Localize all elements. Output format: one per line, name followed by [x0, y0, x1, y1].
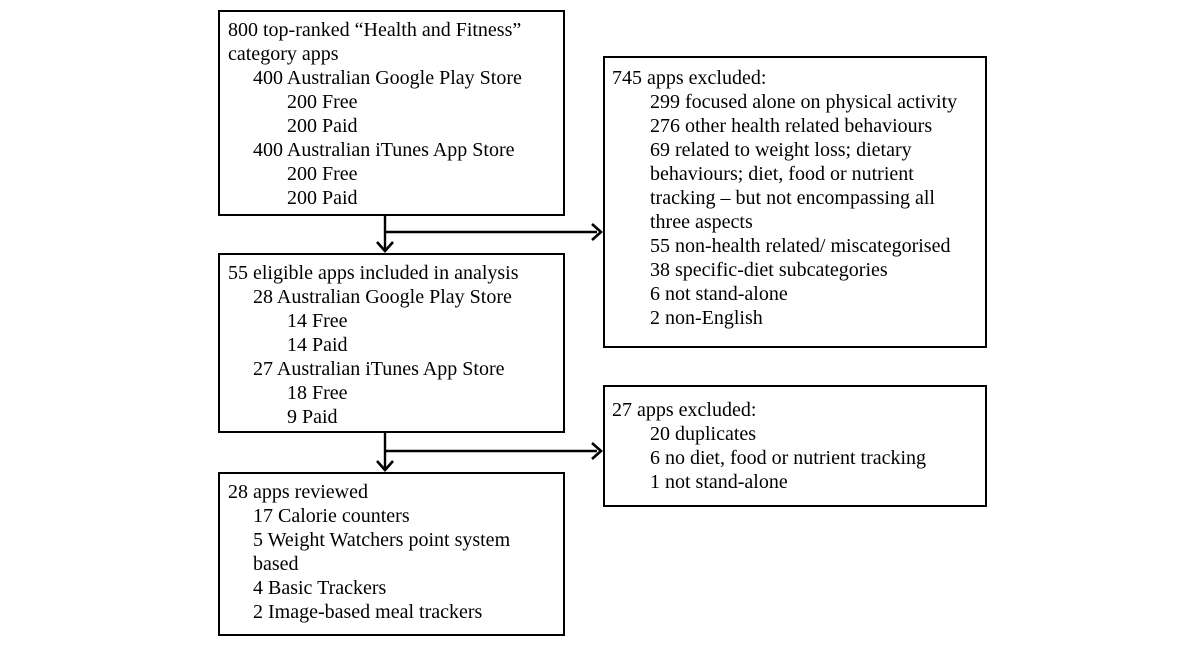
arrowhead-down-icon — [376, 460, 394, 472]
box-line: 800 top-ranked “Health and Fitness” — [228, 19, 522, 41]
box-reviewed-apps: 28 apps reviewed 17 Calorie counters 5 W… — [218, 472, 565, 636]
box-line: 9 Paid — [287, 406, 338, 428]
box-line: category apps — [228, 43, 339, 65]
box-line: 55 non-health related/ miscategorised — [650, 235, 951, 257]
box-excluded-745: 745 apps excluded: 299 focused alone on … — [603, 56, 987, 348]
box-eligible-apps: 55 eligible apps included in analysis 28… — [218, 253, 565, 433]
box-line: 1 not stand-alone — [650, 471, 788, 493]
box-line: 2 non-English — [650, 307, 763, 329]
arrow-eligible-connectors — [376, 433, 603, 472]
box-line: 55 eligible apps included in analysis — [228, 262, 519, 284]
arrowhead-right-icon — [591, 442, 603, 460]
box-line: 27 apps excluded: — [612, 399, 757, 421]
box-line: 17 Calorie counters — [253, 505, 410, 527]
box-line: 14 Paid — [287, 334, 348, 356]
box-line: 5 Weight Watchers point system — [253, 529, 511, 551]
box-line: 27 Australian iTunes App Store — [253, 358, 505, 380]
box-line: 69 related to weight loss; dietary — [650, 139, 912, 161]
box-line: 6 no diet, food or nutrient tracking — [650, 447, 927, 469]
box-line: 38 specific-diet subcategories — [650, 259, 888, 281]
box-line: 200 Paid — [287, 187, 358, 209]
box-line: 28 apps reviewed — [228, 481, 368, 503]
box-line: 6 not stand-alone — [650, 283, 788, 305]
box-line: 2 Image-based meal trackers — [253, 601, 483, 623]
box-line: 4 Basic Trackers — [253, 577, 387, 599]
box-line: 400 Australian iTunes App Store — [253, 139, 515, 161]
box-excluded-27: 27 apps excluded: 20 duplicates 6 no die… — [603, 385, 987, 507]
box-line: 28 Australian Google Play Store — [253, 286, 512, 308]
box-line: 400 Australian Google Play Store — [253, 67, 522, 89]
box-line: 14 Free — [287, 310, 348, 332]
box-line: behaviours; diet, food or nutrient — [650, 163, 914, 185]
box-line: 200 Paid — [287, 115, 358, 137]
box-screened-apps: 800 top-ranked “Health and Fitness” cate… — [218, 10, 565, 216]
box-line: 299 focused alone on physical activity — [650, 91, 958, 113]
box-line: 200 Free — [287, 163, 358, 185]
box-line: three aspects — [650, 211, 753, 233]
box-line: based — [253, 553, 299, 575]
box-line: 18 Free — [287, 382, 348, 404]
box-line: 276 other health related behaviours — [650, 115, 933, 137]
arrow-screened-connectors — [376, 216, 603, 253]
box-line: 745 apps excluded: — [612, 67, 767, 89]
box-line: 200 Free — [287, 91, 358, 113]
box-line: 20 duplicates — [650, 423, 757, 445]
arrowhead-down-icon — [376, 241, 394, 253]
box-line: tracking – but not encompassing all — [650, 187, 935, 209]
arrowhead-right-icon — [591, 223, 603, 241]
